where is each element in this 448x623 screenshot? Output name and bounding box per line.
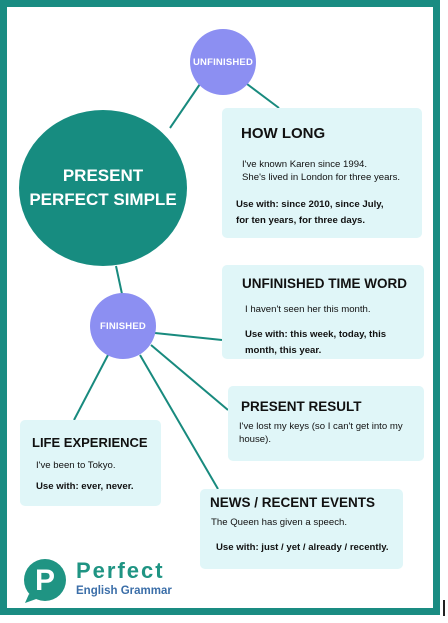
line-center-finished xyxy=(115,265,123,295)
box-title: HOW LONG xyxy=(241,125,326,142)
box-title: UNFINISHED TIME WORD xyxy=(242,276,407,291)
line-finished-presentresult xyxy=(150,344,229,411)
logo-word-english-grammar: English Grammar xyxy=(76,585,172,597)
center-topic-title: PRESENT PERFECT SIMPLE xyxy=(29,166,177,209)
box-examples: I haven't seen her this month. xyxy=(245,304,371,315)
box-title: PRESENT RESULT xyxy=(241,399,362,414)
box-examples: The Queen has given a speech. xyxy=(211,517,348,528)
line-finished-lifeexperience xyxy=(73,354,109,421)
finished-node: FINISHED xyxy=(90,293,156,359)
finished-label: FINISHED xyxy=(100,320,146,332)
p-speech-bubble-icon: P xyxy=(24,559,66,603)
box-examples: I've lost my keys (so I can't get into m… xyxy=(239,421,403,445)
unfinished-node: UNFINISHED xyxy=(190,29,256,95)
line-center-unfinished xyxy=(169,83,201,129)
box-title: LIFE EXPERIENCE xyxy=(32,435,148,450)
life-experience-box: LIFE EXPERIENCE I've been to Tokyo. Use … xyxy=(20,420,161,506)
box-examples: I've known Karen since 1994. She's lived… xyxy=(242,159,401,183)
line-finished-news xyxy=(139,354,219,490)
news-recent-events-box: NEWS / RECENT EVENTS The Queen has given… xyxy=(200,489,403,569)
perfect-english-grammar-logo: P Perfect English Grammar xyxy=(23,558,193,604)
box-use-with: Use with: ever, never. xyxy=(36,481,134,492)
line-finished-unfinishedtime xyxy=(154,332,223,341)
corner-mark xyxy=(443,600,445,616)
present-result-box: PRESENT RESULT I've lost my keys (so I c… xyxy=(228,386,424,461)
how-long-box: HOW LONG I've known Karen since 1994. Sh… xyxy=(222,108,422,238)
center-topic-circle: PRESENT PERFECT SIMPLE xyxy=(19,110,187,266)
logo-word-perfect: Perfect xyxy=(76,558,165,583)
unfinished-time-word-box: UNFINISHED TIME WORD I haven't seen her … xyxy=(222,265,424,359)
unfinished-label: UNFINISHED xyxy=(192,56,254,68)
box-examples: I've been to Tokyo. xyxy=(36,460,116,471)
box-use-with: Use with: this week, today, this month, … xyxy=(245,329,387,356)
box-use-with: Use with: just / yet / already / recentl… xyxy=(216,542,389,553)
svg-text:P: P xyxy=(35,564,55,597)
box-use-with: Use with: since 2010, since July, for te… xyxy=(236,199,384,226)
line-unfinished-howlong xyxy=(246,83,280,109)
box-title: NEWS / RECENT EVENTS xyxy=(210,495,376,510)
